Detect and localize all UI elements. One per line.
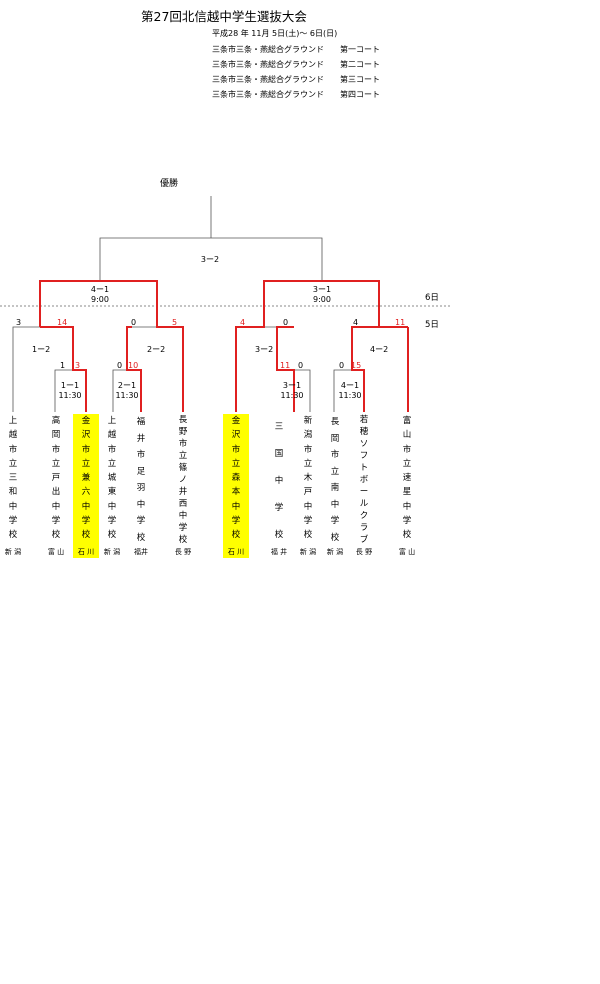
round1-score: 0 <box>339 361 345 370</box>
round2-line-1 <box>12 326 40 412</box>
venue-line: 三条市三条・燕総合グラウンド 第一コート <box>212 45 380 54</box>
team-entry: 三国中学校 福 井 <box>269 414 289 558</box>
round2-score: 3 <box>16 318 22 327</box>
team-entry: 上越市立城東中学校 新 潟 <box>102 414 122 558</box>
round2-match-id: 3ー2 <box>255 345 274 354</box>
round1-time: 11:30 <box>280 391 304 400</box>
team-name: 福井市足羽中学校 <box>136 417 146 543</box>
team-prefecture: 福井 <box>134 548 148 556</box>
round1-match-id: 4ー1 <box>340 381 360 390</box>
round1-bracket-4 <box>333 369 352 412</box>
team-prefecture: 石 川 <box>227 548 245 556</box>
semifinal-match-id: 3ー1 <box>312 285 332 294</box>
round1-score: 10 <box>128 361 139 370</box>
winner-path-left-r1a <box>40 326 87 412</box>
team-entry: 長岡市立南中学校 新 潟 <box>325 414 345 558</box>
round1-bracket-1 <box>54 369 73 412</box>
team-prefecture: 新 潟 <box>4 548 22 556</box>
team-name: 上越市立城東中学校 <box>107 416 117 541</box>
winner-path-left-r1b <box>126 326 142 412</box>
round1-score: 11 <box>280 361 291 370</box>
round2-score: 11 <box>395 318 406 327</box>
round2-match-id: 4ー2 <box>370 345 389 354</box>
round2-match-id: 2ー2 <box>147 345 166 354</box>
team-prefecture: 長 野 <box>174 548 192 556</box>
round2-match-id: 1ー2 <box>32 345 51 354</box>
semifinal-time: 9:00 <box>313 295 331 304</box>
round1-bracket-2 <box>112 369 127 412</box>
round1-score: 1 <box>60 361 66 370</box>
team-entry: 長野市立篠ノ井西中学校 長 野 <box>173 414 193 558</box>
winner-path-right-r1b <box>351 326 379 412</box>
team-entry: 高岡市立戸出中学校 富 山 <box>46 414 66 558</box>
round2-score: 4 <box>353 318 359 327</box>
round1-time: 11:30 <box>58 391 82 400</box>
venue-line: 三条市三条・燕総合グラウンド 第四コート <box>212 90 380 99</box>
round2-score: 4 <box>240 318 246 327</box>
round1-match-id: 1ー1 <box>60 381 80 390</box>
team-prefecture: 新 潟 <box>103 548 121 556</box>
team-entry: 若穂ソフトボールクラブ 長 野 <box>354 414 374 558</box>
team-name: 三国中学校 <box>274 422 284 540</box>
round1-match-id: 2ー1 <box>117 381 137 390</box>
team-name: 上越市立三和中学校 <box>8 416 18 541</box>
semifinal-match-id: 4ー1 <box>90 285 110 294</box>
round1-score: 3 <box>75 361 81 370</box>
venue-line: 三条市三条・燕総合グラウンド 第二コート <box>212 60 380 69</box>
semifinal-time: 9:00 <box>91 295 109 304</box>
team-name: 長岡市立南中学校 <box>330 417 340 543</box>
team-prefecture: 富 山 <box>398 548 416 556</box>
team-name: 金沢市立兼六中学校 <box>81 416 91 541</box>
team-entry: 新潟市立木戸中学校 新 潟 <box>298 414 318 558</box>
team-name: 金沢市立森本中学校 <box>231 416 241 541</box>
team-entry: 福井市足羽中学校 福井 <box>131 414 151 558</box>
team-prefecture: 新 潟 <box>299 548 317 556</box>
round1-time: 11:30 <box>338 391 362 400</box>
team-entry: 富山市立速星中学校 富 山 <box>397 414 417 558</box>
winner-path-left <box>39 280 184 412</box>
champion-label: 優勝 <box>160 179 179 189</box>
day-label-5: 5日 <box>425 320 439 330</box>
day-label-6: 6日 <box>425 293 439 303</box>
tournament-title: 第27回北信越中学生選抜大会 <box>141 9 307 24</box>
team-name: 新潟市立木戸中学校 <box>303 416 313 541</box>
final-score: 3ー2 <box>200 255 220 264</box>
round1-score: 0 <box>298 361 304 370</box>
team-prefecture: 石 川 <box>77 548 95 556</box>
team-prefecture: 新 潟 <box>326 548 344 556</box>
final-bracket <box>99 237 323 281</box>
round2-score: 5 <box>172 318 178 327</box>
team-name: 高岡市立戸出中学校 <box>51 416 61 541</box>
team-name: 富山市立速星中学校 <box>402 416 412 541</box>
team-name: 若穂ソフトボールクラブ <box>359 415 369 545</box>
round2-score: 0 <box>131 318 137 327</box>
round1-score: 0 <box>117 361 123 370</box>
round1-match-id: 3ー1 <box>282 381 302 390</box>
team-entry: 上越市立三和中学校 新 潟 <box>3 414 23 558</box>
team-prefecture: 長 野 <box>355 548 373 556</box>
team-entry-highlighted: 金沢市立森本中学校 石 川 <box>223 414 249 558</box>
winner-path-right <box>235 280 380 412</box>
round1-score: 15 <box>351 361 362 370</box>
round2-score: 0 <box>283 318 289 327</box>
round2-score: 14 <box>57 318 68 327</box>
venue-line: 三条市三条・燕総合グラウンド 第三コート <box>212 75 380 84</box>
team-name: 長野市立篠ノ井西中学校 <box>178 415 188 545</box>
team-prefecture: 富 山 <box>47 548 65 556</box>
team-prefecture: 福 井 <box>270 548 288 556</box>
winner-path-right-r1a <box>276 326 295 412</box>
round1-time: 11:30 <box>115 391 139 400</box>
team-entry-highlighted: 金沢市立兼六中学校 石 川 <box>73 414 99 558</box>
tournament-date: 平成28 年 11月 5日(土)～ 6日(日) <box>212 29 338 38</box>
